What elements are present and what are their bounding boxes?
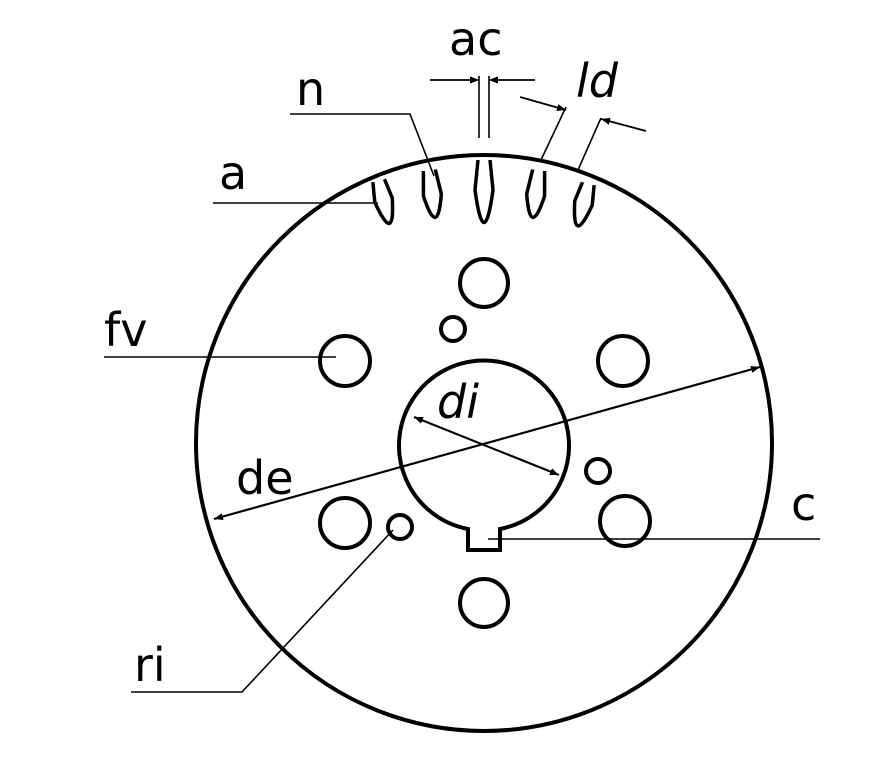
label-a: a [219, 146, 248, 200]
label-ac: ac [449, 12, 503, 66]
label-fv: fv [104, 303, 148, 357]
vent-hole-right [596, 334, 650, 388]
rivet-hole-3 [386, 513, 414, 541]
vent-hole-top [458, 257, 510, 309]
label-de: de [236, 451, 294, 505]
vent-hole-lower-left [318, 496, 372, 550]
ac-dimension [430, 76, 535, 138]
slot-2 [421, 169, 444, 219]
ri-leader-line [131, 529, 394, 693]
slot-3 [473, 159, 495, 225]
rivet-hole-1 [439, 315, 467, 343]
outer-circle [194, 153, 774, 733]
label-di: di [437, 375, 479, 429]
de-dimension-line [213, 365, 761, 521]
slot-1 [371, 178, 395, 226]
label-c: c [791, 477, 817, 531]
label-n: n [296, 62, 326, 116]
central-bore-with-keyway [397, 358, 571, 552]
vent-hole-bottom [458, 577, 510, 629]
rivet-hole-2 [584, 457, 612, 485]
label-ri: ri [134, 638, 166, 692]
vent-hole-left [318, 334, 372, 388]
ld-dimension [519, 96, 647, 171]
label-ld: ld [576, 54, 618, 108]
di-dimension-line [413, 415, 560, 477]
n-leader-line [290, 113, 435, 177]
winding-slots [371, 159, 596, 228]
slot-4 [524, 169, 547, 219]
slot-5 [572, 181, 596, 228]
